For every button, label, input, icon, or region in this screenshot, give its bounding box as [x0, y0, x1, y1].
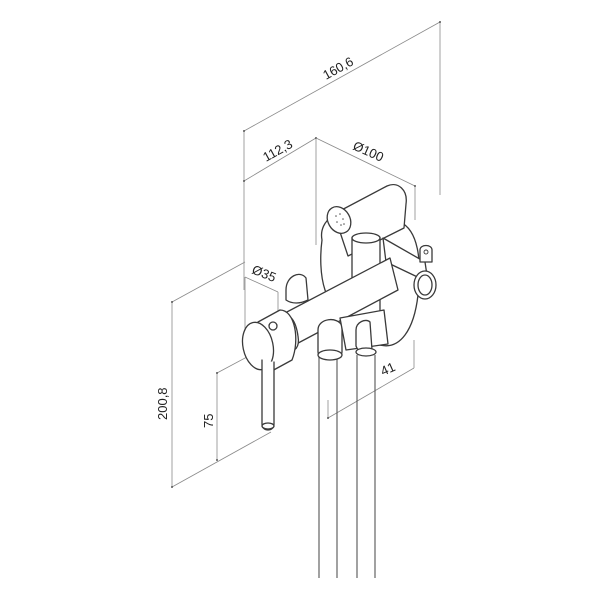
- dimension-outlet-offset: 41: [327, 340, 415, 419]
- outlet-elbow: [317, 319, 343, 361]
- dimension-label-overall-height: 200,8: [155, 387, 170, 420]
- dimension-label-wall-plate-diameter: Ø100: [351, 138, 386, 165]
- mixer-cap: [241, 309, 297, 373]
- mixer-lever: [261, 359, 275, 431]
- dimension-label-lever-height: 75: [201, 414, 216, 428]
- shower-holder-bracket: [382, 237, 437, 300]
- dimension-overall-height: 200,8: [155, 261, 272, 488]
- dimension-overall-depth: 160,6: [243, 21, 441, 195]
- dimension-label-outlet-offset: 41: [378, 359, 397, 379]
- shower-clip: [339, 309, 389, 357]
- supply-pipes: [318, 355, 376, 578]
- shower-nozzles-icon: [335, 213, 345, 226]
- dimension-label-mixer-depth: 112,3: [260, 136, 295, 164]
- dimension-lever-height: 75: [201, 349, 261, 461]
